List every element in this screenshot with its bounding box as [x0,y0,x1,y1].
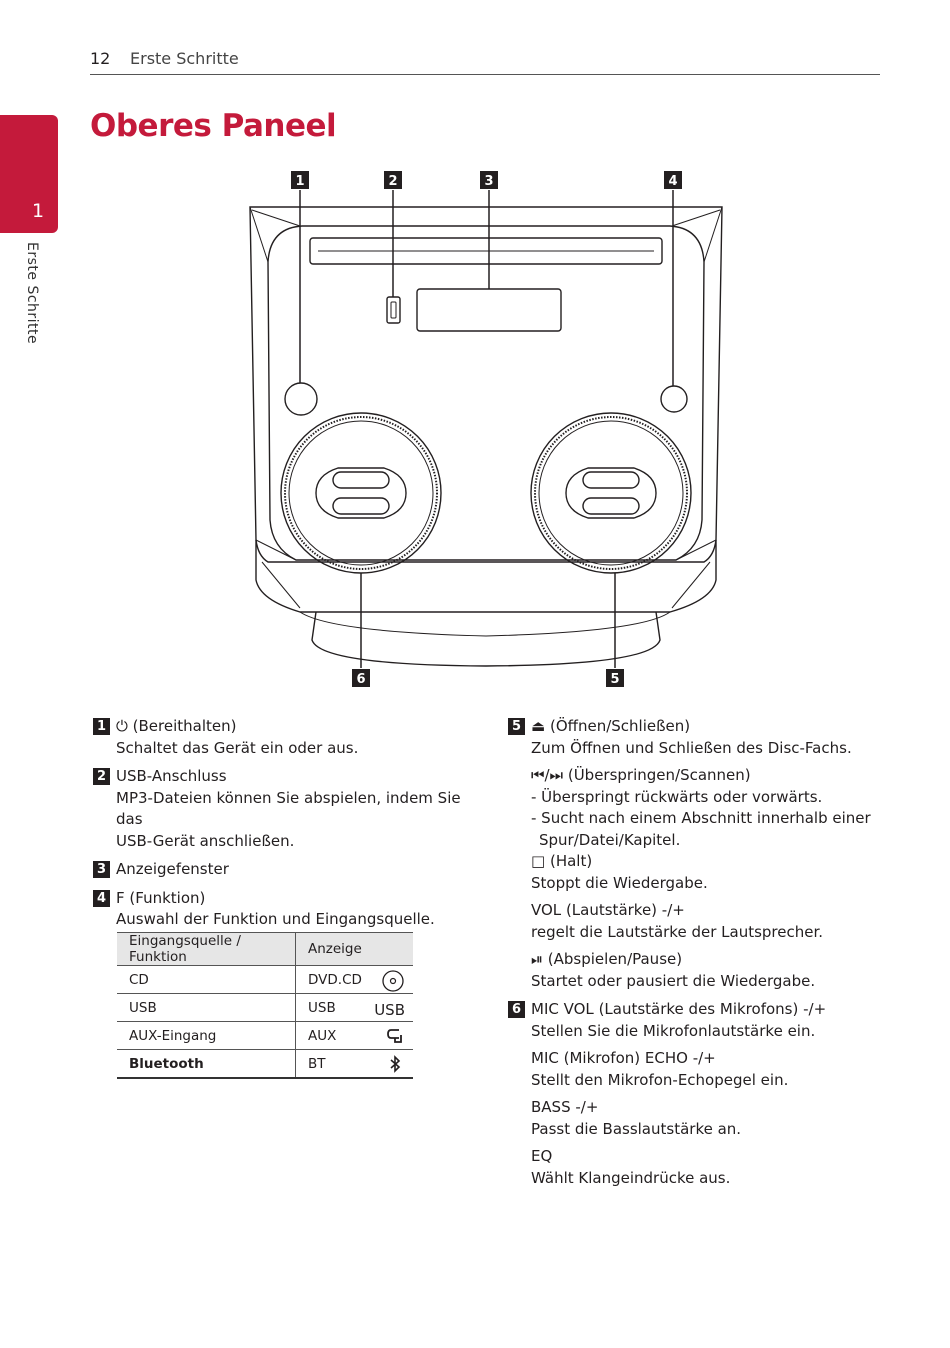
table-cell: AUX [308,1027,337,1044]
item-number: 4 [93,889,110,907]
usb-icon: USB [374,1000,405,1019]
item-description: MP3-Dateien können Sie abspielen, indem … [116,788,461,829]
list-item: 6 MIC VOL (Lautstärke des Mikrofons) -/+… [508,999,928,1189]
item-title: (Öffnen/Schließen) [549,717,691,735]
table-row: USB USB USB [117,993,413,1022]
item-title: USB-Anschluss [116,767,227,785]
item-number: 3 [93,861,110,878]
item-description: - Überspringt rückwärts oder vorwärts. [531,787,823,806]
item-description: Zum Öffnen und Schließen des Disc-Fachs. [531,738,852,757]
item-description: Schaltet das Gerät ein oder aus. [116,738,359,757]
list-item: 1 ⏻ (Bereithalten) Schaltet das Gerät ei… [93,716,488,759]
disc-icon [382,969,404,992]
chapter-number: 1 [32,200,45,222]
page-title: Oberes Paneel [90,108,337,144]
item-description: - Sucht nach einem Abschnitt innerhalb e… [531,809,871,827]
chapter-tab [0,115,58,233]
item-description: USB-Gerät anschließen. [116,831,295,850]
bluetooth-icon [390,1054,401,1073]
table-header: Eingangsquelle / Funktion [117,932,296,966]
item-number: 6 [508,1001,525,1018]
item-key: ECHO -/+ [644,1049,716,1067]
callout-5: 5 [610,672,619,687]
item-description: Auswahl der Funktion und Eingangsquelle. [116,910,435,928]
list-item: 3 Anzeigefenster [93,859,488,881]
table-cell: AUX-Eingang [117,1021,296,1050]
page-number: 12 [90,49,111,68]
item-description: regelt die Lautstärke der Lautsprecher. [531,922,824,941]
item-title: (Funktion) [129,888,206,907]
list-item: 2 USB-Anschluss MP3-Dateien können Sie a… [93,766,488,852]
right-column: 5 ⏏ (Öffnen/Schließen) Zum Öffnen und Sc… [508,716,928,1196]
chapter-label: Erste Schritte [24,242,40,345]
item-title: (Lautstärke des Mikrofons) -/+ [598,1000,827,1018]
item-key: EQ [531,1147,553,1165]
item-title: (Lautstärke) -/+ [565,901,685,919]
item-title: (Halt) [549,852,593,870]
item-key: MIC [531,1049,559,1067]
table-header: Anzeige [295,932,413,966]
diagram-callouts: 1 2 3 4 6 5 [291,171,682,687]
power-icon: ⏻ [116,717,128,735]
item-description: Stellen Sie die Mikrofonlautstärke ein. [531,1021,816,1040]
item-number: 5 [508,718,525,735]
left-column: 1 ⏻ (Bereithalten) Schaltet das Gerät ei… [93,716,488,938]
list-item: 5 ⏏ (Öffnen/Schließen) Zum Öffnen und Sc… [508,716,928,992]
table-cell: USB [308,999,336,1016]
item-number: 1 [93,718,110,735]
page-header: 12 Erste Schritte [90,48,880,75]
table-cell: CD [117,965,296,994]
table-row: CD DVD.CD [117,965,413,994]
eject-icon: ⏏ [531,717,546,735]
table-row: AUX-Eingang AUX [117,1021,413,1050]
skip-icon: ⏮/⏭ [531,766,564,784]
table-cell: DVD.CD [308,971,362,988]
table-row: Bluetooth BT [117,1049,413,1079]
item-description: Startet oder pausiert die Wiedergabe. [531,971,816,990]
callout-6: 6 [356,672,365,687]
item-description: Passt die Basslautstärke an. [531,1119,742,1138]
item-key: MIC VOL [531,1000,594,1018]
item-title: (Mikrofon) [563,1049,641,1067]
item-description: Stoppt die Wiedergabe. [531,873,708,892]
item-description: Stellt den Mikrofon-Echopegel ein. [531,1070,789,1089]
list-item: 4 F (Funktion) Auswahl der Funktion und … [93,888,488,931]
callout-3: 3 [484,174,493,189]
item-key: BASS -/+ [531,1098,599,1116]
stop-icon: □ [531,852,546,870]
top-panel-diagram: 1 2 3 4 6 5 [249,171,723,687]
item-key: F [116,888,125,907]
item-key: VOL [531,901,562,919]
table-cell: Bluetooth [117,1049,296,1079]
header-section-title: Erste Schritte [130,49,239,68]
input-source-table: Eingangsquelle / Funktion Anzeige CD DVD… [117,932,413,1079]
play-pause-icon: ⏯ [531,950,544,968]
callout-1: 1 [295,174,304,189]
item-description: Spur/Datei/Kapitel. [539,830,681,849]
item-title: (Bereithalten) [132,717,237,735]
item-description: Wählt Klangeindrücke aus. [531,1168,731,1187]
item-number: 2 [93,768,110,785]
aux-icon [387,1028,402,1043]
callout-2: 2 [388,174,397,189]
item-title: (Überspringen/Scannen) [567,766,751,784]
item-title: (Abspielen/Pause) [547,950,683,968]
callout-4: 4 [668,174,677,189]
item-title: Anzeigefenster [116,860,229,878]
table-cell: BT [308,1055,326,1072]
table-cell: USB [117,993,296,1022]
